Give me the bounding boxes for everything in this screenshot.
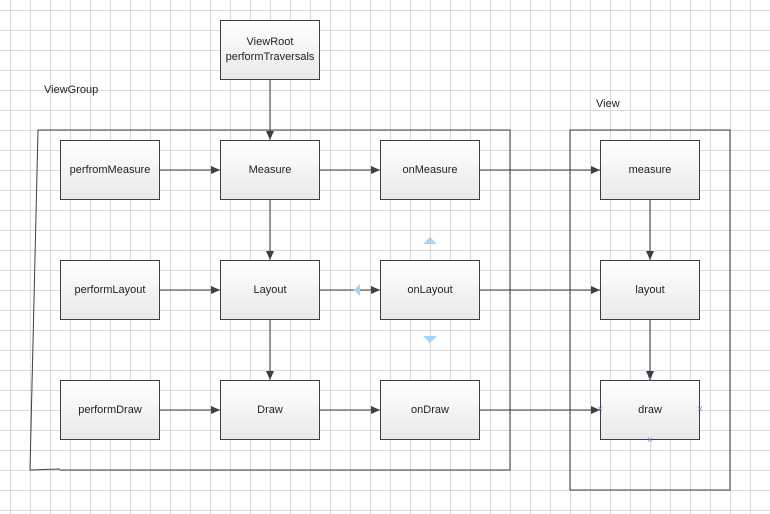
connection-point-bottom-icon[interactable]: ×: [647, 435, 653, 446]
view-label: View: [596, 98, 620, 110]
connect-up-marker-icon[interactable]: [423, 237, 437, 244]
on-measure-node[interactable]: onMeasure: [380, 140, 480, 200]
connect-down-marker-icon[interactable]: [423, 336, 437, 343]
on-draw-node[interactable]: onDraw: [380, 380, 480, 440]
viewroot-subtitle: performTraversals: [225, 51, 315, 63]
view-draw-node[interactable]: draw: [600, 380, 700, 440]
viewgroup-frame: [29, 129, 511, 471]
view-measure-node[interactable]: measure: [600, 140, 700, 200]
connection-point-left-icon[interactable]: ×: [597, 404, 603, 415]
connection-point-top-icon[interactable]: ×: [647, 374, 653, 385]
viewroot-title: ViewRoot: [246, 36, 294, 48]
connect-left-marker-icon[interactable]: [354, 284, 360, 296]
view-frame: [569, 129, 731, 491]
perform-measure-node[interactable]: perfromMeasure: [60, 140, 160, 200]
layout-node[interactable]: Layout: [220, 260, 320, 320]
on-layout-node[interactable]: onLayout: [380, 260, 480, 320]
viewroot-node[interactable]: ViewRoot performTraversals: [220, 20, 320, 80]
connection-point-right-icon[interactable]: ×: [697, 404, 703, 415]
measure-node[interactable]: Measure: [220, 140, 320, 200]
viewgroup-label: ViewGroup: [44, 84, 99, 96]
view-layout-node[interactable]: layout: [600, 260, 700, 320]
perform-layout-node[interactable]: performLayout: [60, 260, 160, 320]
perform-draw-node[interactable]: performDraw: [60, 380, 160, 440]
draw-node[interactable]: Draw: [220, 380, 320, 440]
